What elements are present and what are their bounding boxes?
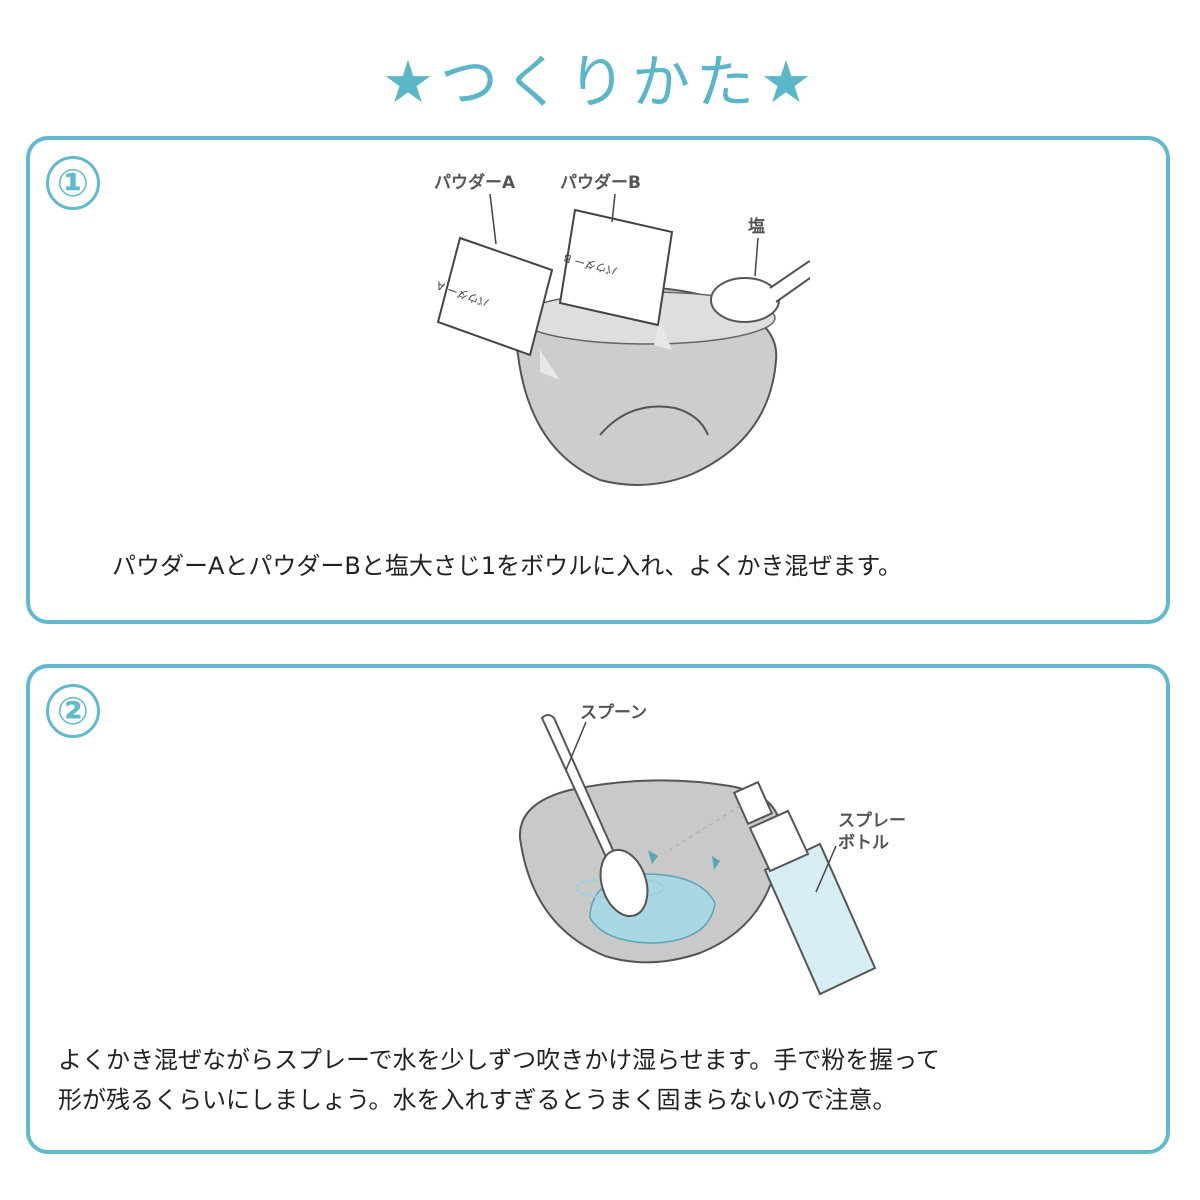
- step-2-illustration: スプーン スプレー ボトル: [518, 702, 906, 996]
- step-2-panel: ② スプーン スプレー ボトル よくかき混ぜながらスプレーで水を少しずつ: [26, 664, 1170, 1154]
- label-powder-b: パウダーB: [560, 172, 641, 193]
- step-number-1: ①: [46, 156, 100, 210]
- powder-packet-icon: パウダー B: [558, 208, 674, 350]
- step-1-panel: ① パウダー A パウダー B パウダーA パウダーB 塩: [26, 136, 1170, 624]
- step-1-illustration: パウダー A パウダー B パウダーA パウダーB 塩: [434, 172, 810, 486]
- step-2-caption-line-2: 形が残るくらいにしましょう。水を入れすぎるとうまく固まらないので注意。: [58, 1086, 897, 1114]
- measuring-spoon-icon: [710, 260, 810, 323]
- step-2-caption: よくかき混ぜながらスプレーで水を少しずつ吹きかけ湿らせます。手で粉を握って 形が…: [58, 1040, 1148, 1120]
- step-2-caption-line-1: よくかき混ぜながらスプレーで水を少しずつ吹きかけ湿らせます。手で粉を握って: [58, 1046, 940, 1074]
- step-1-caption: パウダーAとパウダーBと塩大さじ1をボウルに入れ、よくかき混ぜます。: [112, 552, 902, 580]
- powder-packet-icon: パウダー A: [434, 236, 560, 380]
- label-spray-bottle-2: ボトル: [838, 833, 889, 853]
- label-powder-a: パウダーA: [434, 172, 516, 193]
- page-title: ★つくりかた★: [382, 48, 818, 116]
- spray-bottle-icon: [648, 780, 877, 996]
- label-salt: 塩: [748, 216, 765, 237]
- bowl-icon: [518, 779, 782, 964]
- label-spoon: スプーン: [580, 702, 647, 723]
- step-number-2: ②: [46, 684, 100, 738]
- label-spray-bottle-1: スプレー: [838, 810, 906, 831]
- spoon-icon: [540, 714, 649, 918]
